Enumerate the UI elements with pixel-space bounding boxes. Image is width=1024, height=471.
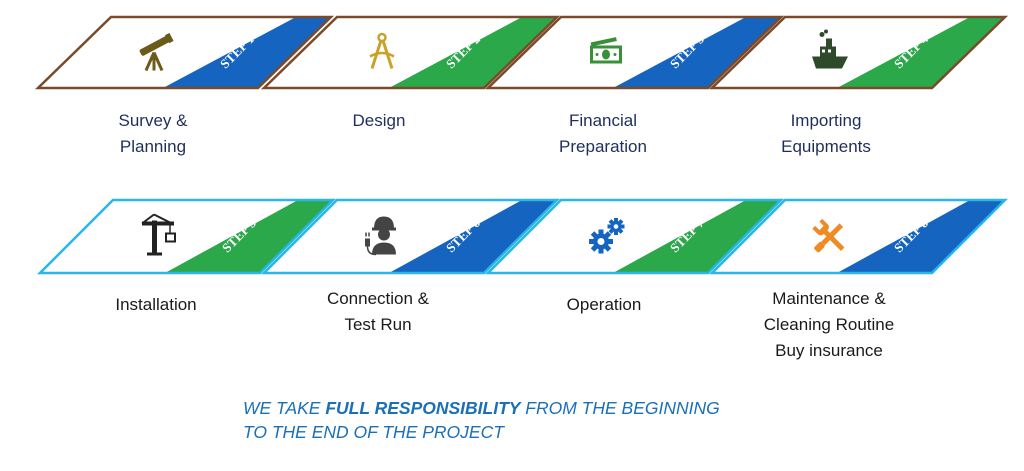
step-7-label-line-1: Operation	[566, 295, 642, 314]
tagline-line-1-post: FROM THE BEGINNING	[520, 398, 720, 418]
step-2-label-line-1: Design	[352, 111, 406, 130]
step-8-label-line-3: Buy insurance	[775, 341, 883, 360]
step-1-label-line-1: Survey &	[118, 111, 188, 130]
step-5-outline	[36, 198, 337, 275]
step-7-badge	[613, 200, 781, 273]
step-2-badge	[389, 17, 557, 88]
step-7-outline	[484, 198, 785, 275]
step-2-outline	[260, 15, 561, 90]
step-8-outline	[708, 198, 1009, 275]
step-1-label-line-2: Planning	[119, 137, 187, 156]
step-3-label-line-2: Preparation	[559, 137, 647, 156]
step-6-label-line-2: Test Run	[344, 315, 412, 334]
compass-icon	[368, 32, 396, 70]
step-4-label-line-2: Equipments	[781, 137, 871, 156]
step-6-label: Connection & Test Run	[278, 286, 478, 338]
tagline-line-2: TO THE END OF THE PROJECT	[243, 422, 504, 442]
money-icon	[590, 37, 622, 64]
tagline: WE TAKE FULL RESPONSIBILITY FROM THE BEG…	[243, 396, 720, 444]
worker-icon	[364, 215, 397, 256]
step-5-shape: STEP 5	[36, 198, 337, 275]
step-6-label-line-1: Connection &	[326, 289, 430, 308]
step-3-label: Financial Preparation	[503, 108, 703, 160]
step-8-label-line-2: Cleaning Routine	[763, 315, 895, 334]
gears-icon	[589, 218, 625, 254]
step-1-label: Survey & Planning	[53, 108, 253, 160]
step-6-outline	[260, 198, 561, 275]
step-1-badge	[163, 17, 331, 88]
step-4-badge	[837, 17, 1005, 88]
tools-icon	[812, 218, 848, 255]
step-1-shape: STEP 1	[34, 15, 335, 90]
step-8-label: Maintenance & Cleaning Routine Buy insur…	[729, 286, 929, 364]
step-8-shape: STEP 8	[708, 198, 1009, 275]
step-3-badge	[613, 17, 781, 88]
ship-icon	[812, 29, 848, 69]
tagline-line-1-bold: FULL RESPONSIBILITY	[325, 398, 521, 418]
step-2-label: Design	[279, 108, 479, 134]
step-6-badge	[389, 200, 557, 273]
crane-icon	[141, 213, 176, 257]
tagline-line-1-pre: WE TAKE	[243, 398, 326, 418]
step-5-badge	[165, 200, 333, 273]
step-8-label-line-1: Maintenance &	[772, 289, 886, 308]
step-4-label-line-1: Importing	[790, 111, 862, 130]
step-7-label: Operation	[504, 292, 704, 318]
step-4-label: Importing Equipments	[726, 108, 926, 160]
step-2-shape: STEP 2	[260, 15, 561, 90]
telescope-icon	[137, 31, 176, 72]
step-8-badge	[837, 200, 1005, 273]
step-3-outline	[484, 15, 785, 90]
step-4-outline	[708, 15, 1009, 90]
step-1-outline	[34, 15, 335, 90]
step-5-label: Installation	[56, 292, 256, 318]
tagline-line-1: WE TAKE FULL RESPONSIBILITY FROM THE BEG…	[243, 396, 720, 420]
step-5-label-line-1: Installation	[115, 295, 197, 314]
step-3-label-line-1: Financial	[568, 111, 638, 130]
